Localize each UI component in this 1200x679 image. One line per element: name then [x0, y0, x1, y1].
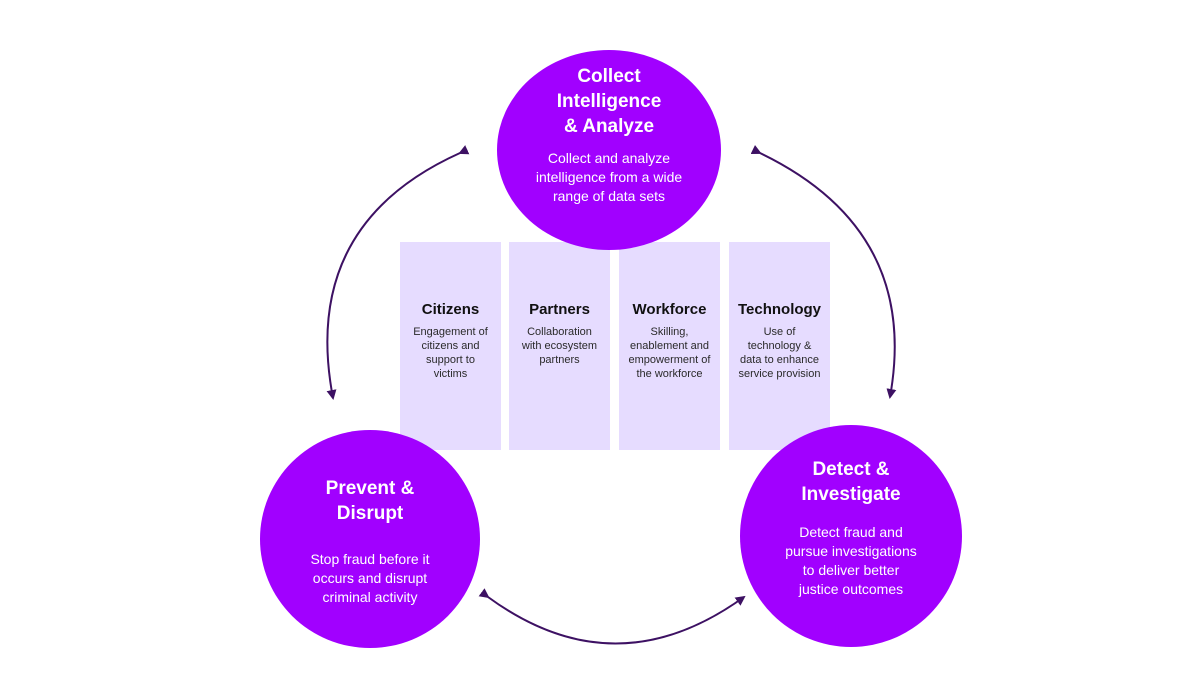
pillar-title: Workforce — [632, 301, 707, 318]
pillar-description: Skilling, enablement and empowerment of … — [628, 326, 711, 380]
circle-detect-investigate: Detect & Investigate Detect fraud and pu… — [740, 425, 962, 647]
arrow-bottom-cycle — [478, 588, 746, 645]
pillar-title: Citizens — [421, 301, 480, 318]
pillar-citizens: Citizens Engagement of citizens and supp… — [400, 242, 501, 450]
pillar-description: Use of technology & data to enhance serv… — [738, 326, 821, 380]
circle-description: Stop fraud before it occurs and disrupt … — [310, 551, 430, 605]
arrow-right-cycle — [750, 145, 897, 399]
arrow-left-cycle — [326, 145, 470, 400]
pillar-title: Partners — [529, 301, 590, 318]
circle-description: Detect fraud and pursue investigations t… — [785, 524, 917, 597]
circle-description: Collect and analyze intelligence from a … — [535, 150, 683, 204]
circle-title: Collect Intelligence & Analyze — [556, 66, 662, 137]
pillar-technology: Technology Use of technology & data to e… — [729, 242, 830, 450]
circle-prevent-disrupt: Prevent & Disrupt Stop fraud before it o… — [260, 430, 480, 648]
pillar-partners: Partners Collaboration with ecosystem pa… — [509, 242, 610, 450]
pillar-description: Engagement of citizens and support to vi… — [413, 326, 488, 380]
pillar-title: Technology — [737, 301, 822, 318]
circle-collect-intelligence: Collect Intelligence & Analyze Collect a… — [497, 50, 721, 250]
circle-title: Prevent & Disrupt — [325, 478, 415, 524]
circle-title: Detect & Investigate — [801, 459, 901, 505]
pillar-description: Collaboration with ecosystem partners — [521, 326, 598, 366]
pillar-workforce: Workforce Skilling, enablement and empow… — [619, 242, 720, 450]
